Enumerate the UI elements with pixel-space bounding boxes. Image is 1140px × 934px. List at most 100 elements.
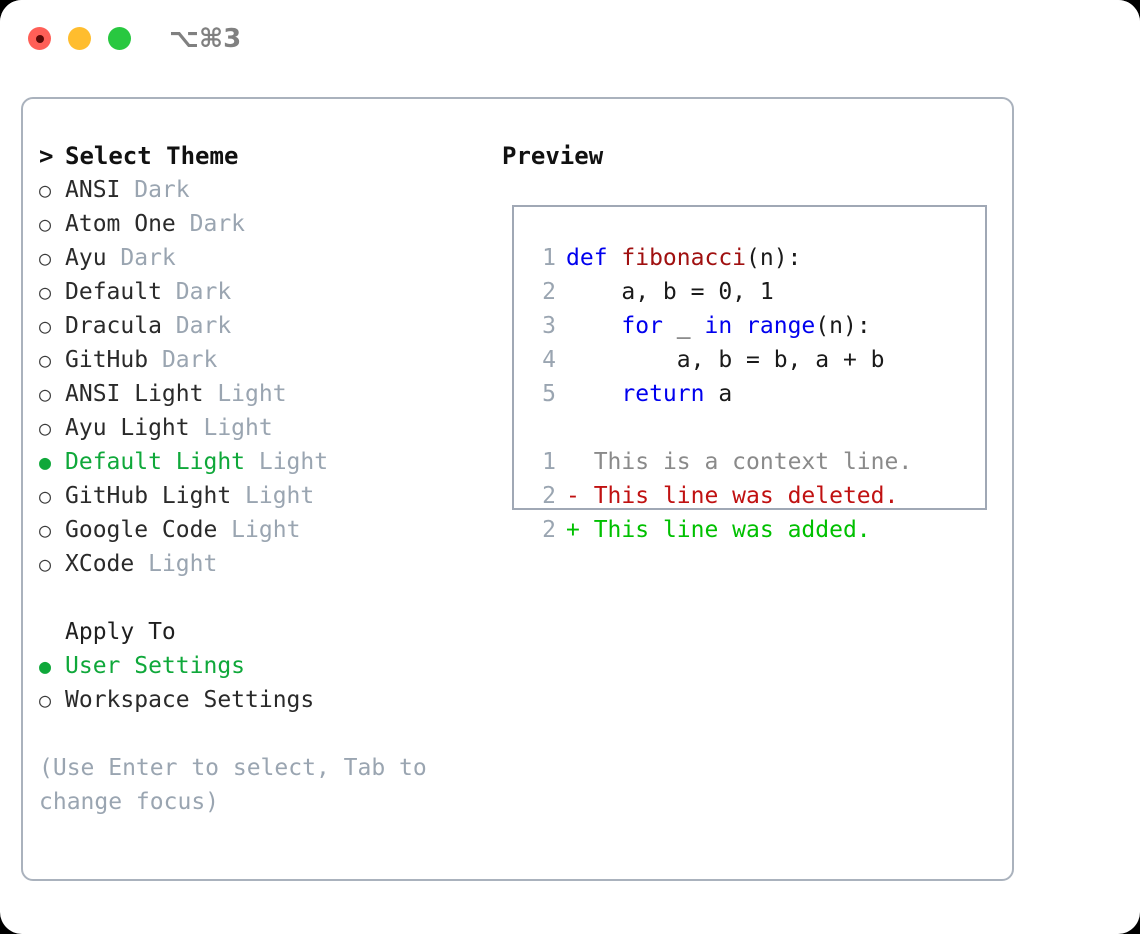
radio-selected-icon[interactable]: ● — [39, 450, 52, 474]
diff-marker — [566, 449, 580, 475]
theme-kind-badge: Light — [134, 551, 218, 577]
theme-kind-badge: Dark — [148, 347, 218, 373]
apply-to-option[interactable]: ○ Workspace Settings — [39, 683, 489, 717]
diff-line: 2- This line was deleted. — [514, 479, 985, 513]
code-line-text: a, b = 0, 1 — [556, 275, 774, 309]
radio-unselected-icon[interactable]: ○ — [39, 518, 52, 542]
code-token-kw: range — [746, 313, 816, 339]
theme-list-item[interactable]: ○Ayu Dark — [39, 241, 489, 275]
theme-list-item[interactable]: ○Google Code Light — [39, 513, 489, 547]
theme-list-item[interactable]: ○ ANSI Light Light — [39, 377, 489, 411]
code-token-plain: a, b = 0, 1 — [566, 279, 774, 305]
apply-to-option[interactable]: ● User Settings — [39, 649, 489, 683]
line-number: 3 — [542, 313, 556, 339]
theme-list-item[interactable]: ○ANSI Dark — [39, 173, 489, 207]
code-line-text: return a — [556, 377, 732, 411]
diff-body: This is a context line. — [579, 449, 913, 475]
preview-title: Preview — [502, 142, 604, 170]
theme-kind-badge: Dark — [120, 177, 190, 203]
theme-name: Atom One — [65, 211, 176, 237]
theme-name: Ayu Light — [65, 415, 190, 441]
line-number: 1 — [542, 449, 556, 475]
caret-icon: > — [39, 142, 54, 170]
code-token-kw: def — [566, 245, 622, 271]
theme-list-item[interactable]: ○ Default Dark — [39, 275, 489, 309]
minimize-button[interactable] — [68, 27, 91, 50]
apply-to-option-label: Workspace Settings — [65, 687, 315, 713]
line-number: 2 — [542, 279, 556, 305]
code-token-plain: (n): — [815, 313, 871, 339]
code-line-text: for _ in range(n): — [556, 309, 871, 343]
radio-selected-icon[interactable]: ● — [39, 654, 52, 678]
code-line: 4 a, b = b, a + b — [514, 343, 985, 377]
radio-unselected-icon[interactable]: ○ — [39, 552, 52, 576]
code-token-kw: for — [621, 313, 663, 339]
theme-name: Default — [65, 279, 162, 305]
theme-name: GitHub Light — [65, 483, 232, 509]
line-number: 2 — [542, 517, 556, 543]
radio-unselected-icon[interactable]: ○ — [39, 212, 52, 236]
code-line-text: def fibonacci(n): — [556, 241, 801, 275]
code-token-plain — [566, 313, 621, 339]
theme-kind-badge: Light — [189, 415, 273, 441]
line-number: 4 — [542, 347, 556, 373]
apply-to-list: ● User Settings ○ Workspace Settings — [39, 649, 489, 717]
code-token-plain: (n): — [746, 245, 802, 271]
title-bar: ⌥⌘3 — [0, 0, 1140, 78]
theme-list-item[interactable]: ○XCode Light — [39, 547, 489, 581]
close-button[interactable] — [28, 27, 51, 50]
code-token-kw: in — [704, 313, 733, 339]
theme-name: GitHub — [65, 347, 149, 373]
theme-list-item[interactable]: ○ GitHub Dark — [39, 343, 489, 377]
theme-kind-badge: Dark — [175, 211, 246, 237]
radio-unselected-icon[interactable]: ○ — [39, 484, 52, 508]
code-line-text: a, b = b, a + b — [556, 343, 885, 377]
radio-unselected-icon[interactable]: ○ — [39, 382, 52, 406]
radio-unselected-icon[interactable]: ○ — [39, 416, 52, 440]
radio-unselected-icon[interactable]: ○ — [39, 246, 52, 270]
line-number: 1 — [542, 245, 556, 271]
theme-list-header: > Select Theme — [39, 139, 489, 173]
diff-body: This line was deleted. — [579, 483, 899, 509]
code-token-plain: _ — [662, 313, 705, 339]
theme-list-item[interactable]: ○ Ayu Light Light — [39, 411, 489, 445]
radio-unselected-icon[interactable]: ○ — [39, 688, 52, 712]
code-token-fn: fibonacci — [621, 245, 747, 271]
theme-list-header-label: Select Theme — [65, 142, 239, 170]
zoom-button[interactable] — [108, 27, 131, 50]
diff-line-text: This is a context line. — [556, 445, 913, 479]
theme-list-item[interactable]: ○ Atom One Dark — [39, 207, 489, 241]
code-line: 2 a, b = 0, 1 — [514, 275, 985, 309]
theme-kind-badge: Dark — [161, 279, 232, 305]
diff-block: 1 This is a context line.2- This line wa… — [514, 445, 985, 547]
theme-selector-column: >Select Theme ○ANSI Dark○Atom One Dark○A… — [39, 139, 489, 819]
theme-kind-badge: Dark — [161, 313, 232, 339]
radio-unselected-icon[interactable]: ○ — [39, 280, 52, 304]
theme-name: ANSI Light — [65, 381, 204, 407]
theme-list-item[interactable]: ○GitHub Light Light — [39, 479, 489, 513]
code-token-plain — [732, 313, 746, 339]
theme-name: Google Code — [65, 517, 218, 543]
diff-marker: + — [566, 517, 580, 543]
apply-to-option-label: User Settings — [65, 653, 246, 679]
theme-name: Dracula — [65, 313, 162, 339]
radio-unselected-icon[interactable]: ○ — [39, 178, 52, 202]
code-diff-spacer — [514, 411, 985, 445]
code-token-plain: a — [704, 381, 733, 407]
theme-list-item[interactable]: ●Default Light Light — [39, 445, 489, 479]
apply-to-label: Apply To — [65, 619, 176, 645]
theme-kind-badge: Light — [203, 381, 287, 407]
radio-unselected-icon[interactable]: ○ — [39, 314, 52, 338]
theme-list-item[interactable]: ○ Dracula Dark — [39, 309, 489, 343]
diff-line: 1 This is a context line. — [514, 445, 985, 479]
theme-name: Ayu — [65, 245, 107, 271]
keyboard-shortcut-label: ⌥⌘3 — [169, 24, 242, 54]
radio-unselected-icon[interactable]: ○ — [39, 348, 52, 372]
diff-body: This line was added. — [579, 517, 871, 543]
